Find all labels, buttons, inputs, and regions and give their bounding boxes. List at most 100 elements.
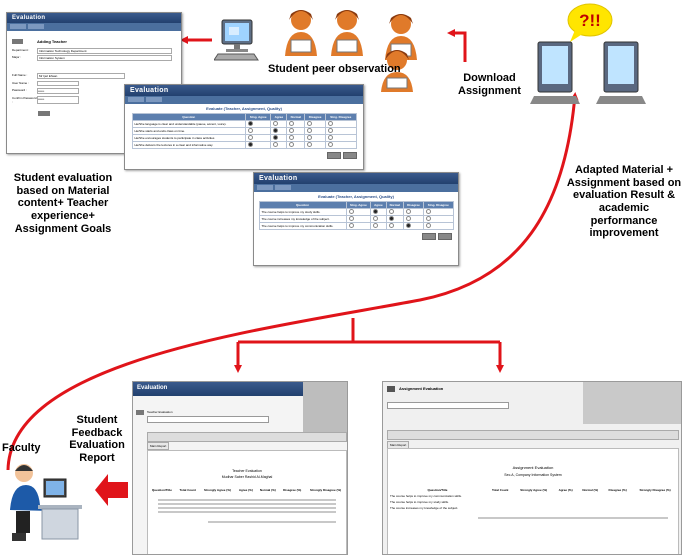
main-report-tab[interactable]: Main Report <box>147 442 170 450</box>
back-button[interactable] <box>387 386 395 392</box>
radio[interactable] <box>373 209 379 214</box>
col-header: Normal <box>286 113 306 121</box>
radio[interactable] <box>307 121 313 126</box>
table-row: The course helps to improve my study ski… <box>388 499 678 505</box>
arrow-feedback <box>95 474 128 506</box>
radio[interactable] <box>425 209 431 214</box>
radio[interactable] <box>307 135 313 140</box>
table-row: The course increases my knowledge of the… <box>258 215 454 223</box>
radio[interactable] <box>273 135 279 140</box>
field-label: Major : <box>12 55 22 59</box>
radio[interactable] <box>388 216 394 221</box>
teacher-select[interactable] <box>147 416 269 423</box>
radio[interactable] <box>248 121 254 126</box>
radio[interactable] <box>348 223 354 228</box>
username-input[interactable] <box>37 81 79 86</box>
assignment-eval-table: Question Stng. Agree Agree Normal Disagr… <box>258 201 454 230</box>
faculty-label: Faculty <box>2 442 41 454</box>
label-line: based on Material <box>16 184 110 197</box>
submit-button[interactable] <box>343 152 357 159</box>
submit-button[interactable] <box>38 111 50 116</box>
report-row-line <box>158 503 336 505</box>
computer-icon <box>596 41 646 104</box>
radio[interactable] <box>273 142 279 147</box>
table-row: The course helps to improve my communica… <box>388 493 678 499</box>
faculty-icon <box>10 464 82 541</box>
assignment-select[interactable] <box>387 402 509 409</box>
teacher-report-table: Question/Title Total Count Strongly Agre… <box>148 487 346 493</box>
radio[interactable] <box>373 223 379 228</box>
col-header: Strongly Agree (%) <box>520 488 548 492</box>
table-row: He/She encourages students to participat… <box>131 134 357 142</box>
back-button[interactable] <box>136 410 144 415</box>
question-text: The course helps to improve my study ski… <box>390 500 449 504</box>
col-header: Strongly Agree (%) <box>204 488 231 492</box>
radio[interactable] <box>248 135 254 140</box>
nav-bar <box>254 184 458 192</box>
label-line: academic performance <box>590 201 658 227</box>
col-header: Disagree <box>304 113 326 121</box>
back-button[interactable] <box>12 39 23 44</box>
radio[interactable] <box>248 128 254 133</box>
major-select[interactable]: Information System <box>37 55 172 61</box>
adapted-material-label: Adapted Material + Assignment based on e… <box>565 164 683 240</box>
label-line: Assignment Goals <box>14 222 112 235</box>
radio[interactable] <box>348 209 354 214</box>
radio[interactable] <box>289 142 295 147</box>
question-text: He/She encourages students to participat… <box>131 134 247 142</box>
radio[interactable] <box>248 142 254 147</box>
peer-observation-label: Student peer observation <box>268 63 401 75</box>
report-paper: Assignment Evaluation Sec.A, Company Inf… <box>387 448 679 554</box>
back-button[interactable] <box>327 152 341 159</box>
radio[interactable] <box>425 216 431 221</box>
report-toolbar <box>147 432 347 442</box>
radio[interactable] <box>327 135 333 140</box>
col-header: Strongly Disagree (%) <box>639 488 671 492</box>
radio[interactable] <box>327 142 333 147</box>
radio[interactable] <box>273 128 279 133</box>
col-header: Disagree (%) <box>283 488 302 492</box>
radio[interactable] <box>289 135 295 140</box>
fullname-input[interactable]: Mr Ijaz Ehsan <box>37 73 125 79</box>
alert-icon <box>567 3 613 42</box>
eval-subtitle: Evaluate (Teacher, Assignment, Quality) <box>318 194 394 199</box>
radio[interactable] <box>405 216 411 221</box>
department-select[interactable]: Information Technology Department <box>37 48 172 54</box>
students-group <box>285 10 417 92</box>
col-header: Question/Title <box>427 488 448 492</box>
col-header: Question <box>258 201 347 209</box>
form-fields: Department :Information Technology Depar… <box>12 47 172 62</box>
report-title: Evaluation <box>133 382 303 396</box>
report-label: Assignment Evaluation <box>399 386 444 391</box>
radio[interactable] <box>289 121 295 126</box>
radio[interactable] <box>388 223 394 228</box>
label-line: Student <box>76 414 118 426</box>
report-name: Sec.A, Company Information System <box>504 473 562 477</box>
download-label: Download Assignment <box>458 72 521 97</box>
radio[interactable] <box>373 216 379 221</box>
radio[interactable] <box>327 128 333 133</box>
radio[interactable] <box>348 216 354 221</box>
col-header: Strongly Disagree (%) <box>309 488 342 492</box>
radio[interactable] <box>273 121 279 126</box>
radio[interactable] <box>307 142 313 147</box>
radio[interactable] <box>405 209 411 214</box>
report-heading: Assignment Evaluation <box>512 465 554 470</box>
question-text: He/She delivers the lectures in a clear … <box>131 141 247 149</box>
radio[interactable] <box>327 121 333 126</box>
radio[interactable] <box>405 223 411 228</box>
col-header: Stng. Disagree <box>324 113 357 121</box>
radio[interactable] <box>388 209 394 214</box>
radio[interactable] <box>289 128 295 133</box>
radio[interactable] <box>425 223 431 228</box>
submit-button[interactable] <box>438 233 452 240</box>
password-input[interactable]: •••••• <box>37 88 79 94</box>
question-text: He/She starts and ends class on time. <box>131 127 247 135</box>
radio[interactable] <box>307 128 313 133</box>
nav-bar <box>125 96 363 104</box>
confirm-password-input[interactable]: •••••• <box>37 96 79 104</box>
back-button[interactable] <box>422 233 436 240</box>
label-line: content+ Teacher <box>17 197 109 210</box>
label-line: Evaluation <box>69 439 125 452</box>
